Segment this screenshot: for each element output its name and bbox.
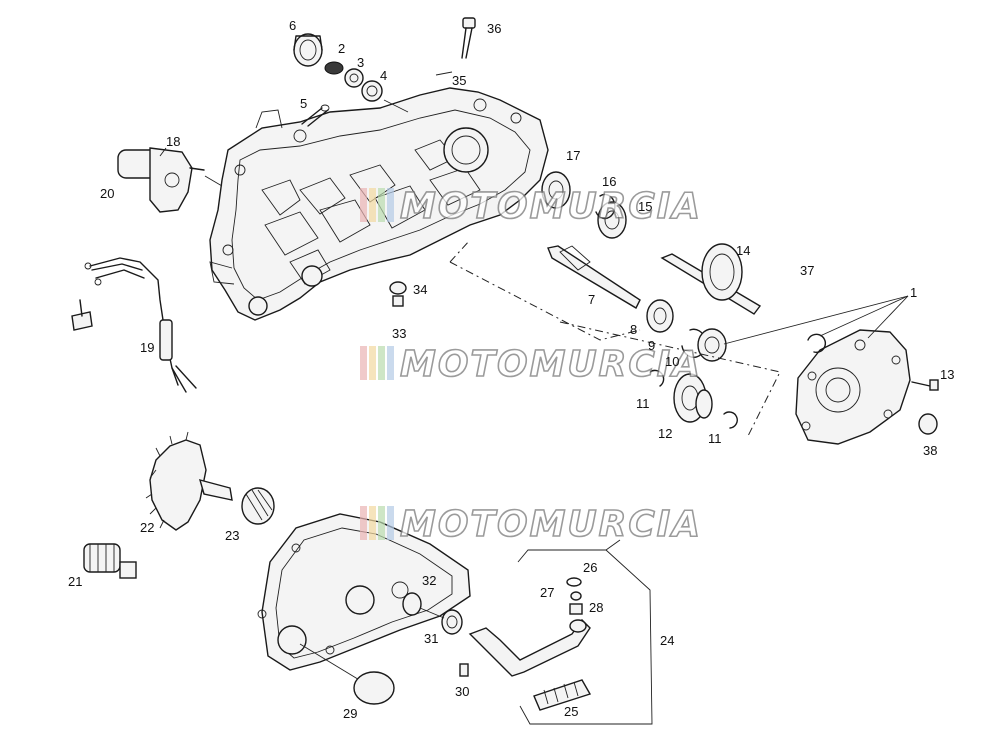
callout-21: 21 bbox=[68, 574, 82, 589]
callout-17: 17 bbox=[566, 148, 580, 163]
callout-30: 30 bbox=[455, 684, 469, 699]
callout-12: 12 bbox=[658, 426, 672, 441]
callout-26: 26 bbox=[583, 560, 597, 575]
bearing-8 bbox=[646, 299, 674, 333]
callout-22: 22 bbox=[140, 520, 154, 535]
leader-lines bbox=[159, 147, 909, 345]
callout-34: 34 bbox=[413, 282, 427, 297]
screw-30 bbox=[459, 663, 469, 677]
callout-2: 2 bbox=[338, 41, 345, 56]
callout-6: 6 bbox=[289, 18, 296, 33]
callout-11-left: 11 bbox=[636, 396, 650, 411]
callout-4: 4 bbox=[380, 68, 387, 83]
bearing-10 bbox=[697, 328, 727, 362]
callout-33: 33 bbox=[392, 326, 406, 341]
callout-1: 1 bbox=[910, 285, 917, 300]
watermark-top: MOTOMURCIA bbox=[360, 185, 702, 228]
dipstick bbox=[435, 17, 476, 76]
transmission-cover bbox=[795, 329, 911, 445]
watermark-text: MOTOMURCIA bbox=[400, 504, 702, 545]
wiring-harness bbox=[71, 257, 197, 393]
callout-24: 24 bbox=[660, 633, 674, 648]
bearing-15-17 bbox=[541, 171, 627, 239]
starter-motor bbox=[117, 147, 223, 213]
callout-25: 25 bbox=[564, 704, 578, 719]
starter-pinion bbox=[83, 543, 137, 579]
callout-19: 19 bbox=[140, 340, 154, 355]
callout-18: 18 bbox=[166, 134, 180, 149]
oil-seal-stack bbox=[293, 33, 409, 113]
callout-37: 37 bbox=[800, 263, 814, 278]
cvt-cover bbox=[257, 513, 471, 685]
watermark-text: MOTOMURCIA bbox=[400, 344, 702, 385]
drain-plug bbox=[389, 281, 407, 307]
callout-3: 3 bbox=[357, 55, 364, 70]
output-gear-shaft bbox=[660, 243, 762, 315]
inspection-cap bbox=[353, 671, 395, 705]
watermark-bottom: MOTOMURCIA bbox=[360, 503, 702, 546]
callout-8: 8 bbox=[630, 322, 637, 337]
callout-10: 10 bbox=[665, 354, 679, 369]
callout-14: 14 bbox=[736, 243, 750, 258]
assembly-line-upper bbox=[449, 239, 641, 341]
callout-15: 15 bbox=[638, 199, 652, 214]
watermark-middle: MOTOMURCIA bbox=[360, 343, 702, 386]
callout-labels: 1 2 3 4 5 6 7 8 9 10 11 11 12 13 14 15 1… bbox=[68, 18, 954, 721]
callout-29: 29 bbox=[343, 706, 357, 721]
callout-5: 5 bbox=[300, 96, 307, 111]
plug-38 bbox=[918, 413, 938, 435]
callout-7: 7 bbox=[588, 292, 595, 307]
callout-23: 23 bbox=[225, 528, 239, 543]
watermark-text: MOTOMURCIA bbox=[400, 186, 702, 227]
callout-16: 16 bbox=[602, 174, 616, 189]
callout-35: 35 bbox=[452, 73, 466, 88]
callout-11-right: 11 bbox=[708, 431, 722, 446]
lever-rubber-25 bbox=[533, 679, 592, 711]
callout-27: 27 bbox=[540, 585, 554, 600]
callout-32: 32 bbox=[422, 573, 436, 588]
lever-fasteners bbox=[566, 577, 583, 615]
callout-20: 20 bbox=[100, 186, 114, 201]
intermediate-gear bbox=[649, 369, 738, 429]
callout-31: 31 bbox=[424, 631, 438, 646]
callout-36: 36 bbox=[487, 21, 501, 36]
bolt-13 bbox=[911, 379, 939, 391]
dowel-pin bbox=[301, 104, 330, 127]
bracket-24-top bbox=[605, 539, 621, 551]
callout-13: 13 bbox=[940, 367, 954, 382]
kickstart-spring bbox=[241, 487, 275, 525]
bracket-24 bbox=[517, 549, 653, 725]
callout-28: 28 bbox=[589, 600, 603, 615]
callout-9: 9 bbox=[648, 338, 655, 353]
oil-seal-31-32 bbox=[402, 592, 463, 635]
callout-38: 38 bbox=[923, 443, 937, 458]
kickstart-gear-sector bbox=[145, 431, 233, 531]
assembly-line-lower bbox=[559, 321, 781, 437]
drive-shaft bbox=[547, 245, 641, 309]
kickstart-lever bbox=[468, 618, 591, 677]
